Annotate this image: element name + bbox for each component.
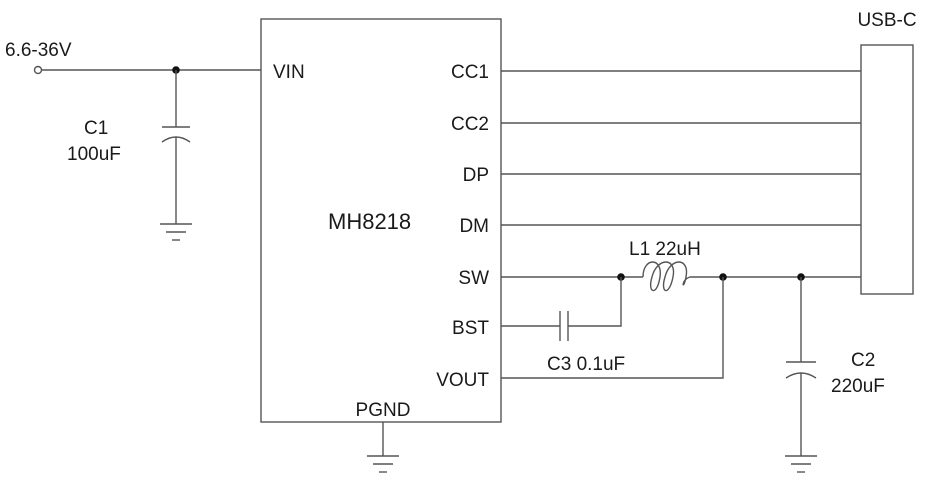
usb-c-label: USB-C <box>857 10 916 31</box>
usb-c-connector <box>860 44 914 295</box>
c1-value-label: 100uF <box>67 144 121 165</box>
c1-ref-label: C1 <box>84 118 108 139</box>
pin-vout-label: VOUT <box>436 370 489 391</box>
inductor-l1 <box>642 261 691 292</box>
capacitor-c3 <box>559 311 569 341</box>
pin-pgnd-label: PGND <box>356 400 411 421</box>
pin-dm-label: DM <box>459 216 489 237</box>
input-terminal <box>33 65 43 75</box>
c3-to-sw-wire <box>568 277 622 327</box>
c2-value-label: 220uF <box>831 376 885 397</box>
pin-dp-label: DP <box>463 165 489 186</box>
vout-wire <box>501 277 724 379</box>
pin-vin-label: VIN <box>273 62 305 83</box>
input-voltage-label: 6.6-36V <box>5 40 72 61</box>
pin-cc2-label: CC2 <box>451 114 489 135</box>
capacitor-c1 <box>161 70 191 224</box>
c2-ref-label: C2 <box>851 350 875 371</box>
capacitor-c2 <box>785 277 817 456</box>
c3-label: C3 0.1uF <box>547 354 625 375</box>
ground-symbol-c2 <box>785 455 817 473</box>
chip-body <box>260 18 502 423</box>
ground-symbol-c1 <box>160 223 192 241</box>
pin-cc1-label: CC1 <box>451 62 489 83</box>
ground-symbol-pgnd <box>367 455 399 473</box>
pin-sw-label: SW <box>458 268 489 289</box>
chip-name: MH8218 <box>328 209 411 234</box>
pin-bst-label: BST <box>452 318 489 339</box>
l1-label: L1 22uH <box>629 239 701 260</box>
